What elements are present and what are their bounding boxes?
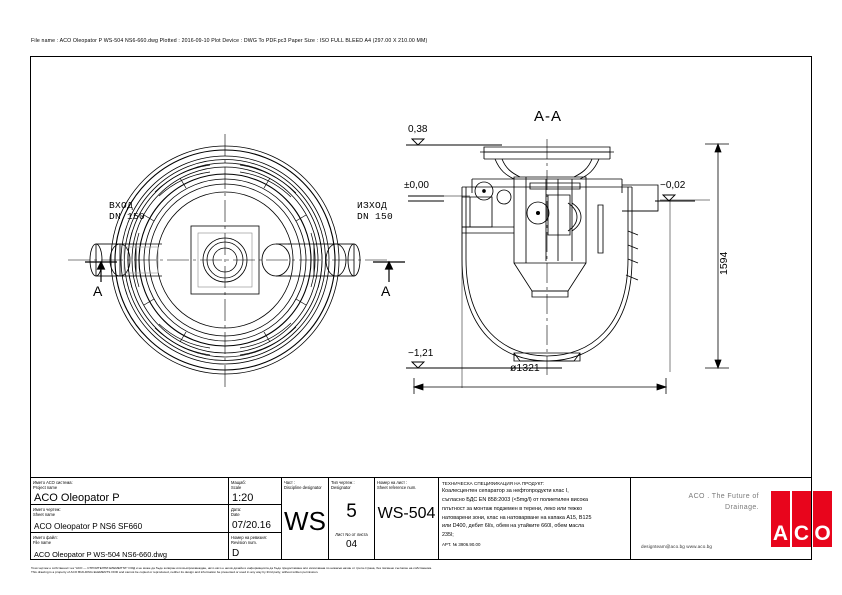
- aco-logo-letter-c: C: [793, 522, 810, 545]
- tb-col-brand: ACO . The Future of Drainage. designteam…: [631, 478, 832, 559]
- tb-designator-label-en: Designator: [331, 484, 351, 490]
- tb-file-label-bg: Името файл:: [33, 534, 58, 540]
- tb-revision-label-bg: Номер на ревизия:: [231, 534, 267, 540]
- tb-project-label-bg: Името АСО система:: [33, 479, 73, 485]
- disclaimer-en: This drawing is a property of ACO BUILDI…: [31, 570, 319, 575]
- plan-view-drawing: [68, 134, 390, 388]
- tb-col-sheetref: Номер на лист : Sheet reference num. WS-…: [375, 478, 439, 559]
- tb-scale-value: 1:20: [232, 491, 254, 504]
- tb-col-designator: Тип чертеж : Designator 5 Лист No от лис…: [329, 478, 375, 559]
- tb-scale-label: Мащаб: Scale: [229, 478, 281, 490]
- tb-discipline-value: WS: [284, 505, 326, 536]
- tb-date-cell: Дата: Date 07/20.16: [229, 505, 281, 533]
- tb-spec-article: APT. № 3906.90.00: [442, 541, 481, 547]
- elevation-bottom-value: −1,21: [408, 348, 434, 359]
- tb-sheet-label: Името чертеж: Sheet name: [31, 505, 228, 517]
- tb-spec-line-0: Коалесцентен сепаратор за нефтопродукти …: [442, 488, 569, 495]
- tb-discipline-label-en: Discipline designator: [284, 484, 322, 490]
- tb-col-scale: Мащаб: Scale 1:20 Дата: Date 07/20.16 Но…: [229, 478, 282, 559]
- tb-scale-cell: Мащаб: Scale 1:20: [229, 478, 281, 505]
- tb-project-label-en: Project name: [33, 484, 58, 490]
- height-dimension-line: [705, 142, 729, 370]
- tb-revision-label-en: Revision num.: [231, 539, 257, 545]
- tb-date-label: Дата: Date: [229, 505, 281, 517]
- disclaimer-block: Този чертеж е собственост на "АСО — СТРО…: [31, 566, 531, 575]
- section-mark-left-label: A: [93, 283, 103, 299]
- tb-date-label-en: Date: [231, 511, 240, 517]
- tb-file-cell: Името файл: File name ACO Oleopator P WS…: [31, 533, 228, 561]
- plan-inlet-label: ВХОД: [109, 200, 134, 211]
- title-block: Името АСО система: Project name ACO Oleo…: [30, 477, 832, 560]
- tb-sheet-label-en: Sheet name: [33, 511, 56, 517]
- aco-logo: A C O: [771, 491, 832, 547]
- tb-revision-cell: Номер на ревизия: Revision num. D: [229, 533, 281, 561]
- aco-logo-letter-o: O: [814, 522, 831, 545]
- tb-designator-sublabel: Лист No от листа: [335, 531, 368, 537]
- tb-brand-slogan: ACO . The Future of Drainage.: [639, 491, 759, 513]
- elevation-top-marker: [406, 138, 502, 146]
- tb-scale-label-en: Scale: [231, 484, 242, 490]
- tb-sheet-value: ACO Oleopator P NS6 SF660: [34, 521, 143, 531]
- plan-outlet-label: ИЗХОД: [357, 200, 388, 211]
- tb-spec-heading: ТЕХНИЧЕСКА СПЕЦИФИКАЦИЯ НА ПРОДУКТ:: [442, 481, 545, 486]
- tb-spec-line-5: 235l;: [442, 532, 454, 539]
- tb-sheet-cell: Името чертеж: Sheet name ACO Oleopator P…: [31, 505, 228, 533]
- tb-sheet-label-bg: Името чертеж:: [33, 506, 61, 512]
- plan-outlet-dn: DN 150: [357, 211, 394, 222]
- aco-logo-block-c: C: [792, 491, 811, 547]
- tb-sheetref-label: Номер на лист : Sheet reference num.: [375, 478, 438, 490]
- tb-date-value: 07/20.16: [232, 519, 271, 531]
- tb-project-value: ACO Oleopator P: [34, 491, 120, 504]
- tb-brand-slogan-line2: Drainage.: [725, 504, 759, 512]
- section-mark-right-arrow: [373, 260, 405, 282]
- tb-project-label: Името АСО система: Project name: [31, 478, 228, 490]
- section-view-title: A-A: [534, 108, 563, 125]
- tb-sheetref-label-en: Sheet reference num.: [377, 484, 417, 490]
- tb-designator-subvalue: 04: [345, 538, 358, 550]
- tb-discipline-label: Част : Discipline designator: [282, 478, 328, 490]
- diameter-dimension-value: ø1321: [510, 362, 540, 374]
- tb-file-label-en: File name: [33, 539, 51, 545]
- aco-logo-letter-a: A: [772, 522, 789, 545]
- tb-spec-line-3: натоварени зони, клас на натоварване на …: [442, 514, 592, 521]
- tb-revision-value: D: [232, 547, 240, 559]
- diameter-dimension-line: [412, 378, 668, 394]
- tb-designator-label-bg: Тип чертеж :: [331, 479, 355, 485]
- tb-designator-value: 5: [346, 500, 357, 522]
- elevation-outlet-marker: [655, 194, 695, 202]
- tb-discipline-label-bg: Част :: [284, 479, 296, 485]
- aco-logo-block-o: O: [813, 491, 832, 547]
- elevation-top-value: 0,38: [408, 124, 428, 135]
- tb-spec-line-4: или D400, дебит 6l/s, обем на утайките 6…: [442, 523, 585, 530]
- tb-revision-label: Номер на ревизия: Revision num.: [229, 533, 281, 545]
- plan-inlet-dn: DN 150: [109, 211, 146, 222]
- elevation-bottom-marker: [406, 361, 562, 369]
- tb-spec-block: ТЕХНИЧЕСКА СПЕЦИФИКАЦИЯ НА ПРОДУКТ: Коал…: [439, 478, 630, 548]
- tb-spec-line-2: плътност за монтаж подземен в терени, ле…: [442, 505, 583, 512]
- section-mark-left-arrow: [85, 260, 117, 282]
- tb-brand-contact[interactable]: designteam@aco.bg www.aco.bg: [641, 544, 713, 549]
- tb-scale-label-bg: Мащаб:: [231, 479, 246, 485]
- tb-designator-label: Тип чертеж : Designator: [329, 478, 374, 490]
- tb-date-label-bg: Дата:: [231, 506, 242, 512]
- tb-col-spec: ТЕХНИЧЕСКА СПЕЦИФИКАЦИЯ НА ПРОДУКТ: Коал…: [439, 478, 631, 559]
- tb-sheetref-label-bg: Номер на лист :: [377, 479, 408, 485]
- aco-logo-block-a: A: [771, 491, 790, 547]
- tb-project-cell: Името АСО система: Project name ACO Oleo…: [31, 478, 228, 505]
- tb-file-label: Името файл: File name: [31, 533, 228, 545]
- tb-file-value: ACO Oleopator P WS-504 NS6-660.dwg: [34, 549, 167, 559]
- tb-col-names: Името АСО система: Project name ACO Oleo…: [31, 478, 229, 559]
- tb-col-discipline: Част : Discipline designator WS: [282, 478, 329, 559]
- section-mark-right-label: A: [381, 283, 391, 299]
- disclaimer-bg: Този чертеж е собственост на "АСО — СТРО…: [31, 566, 432, 570]
- tb-sheetref-value: WS-504: [377, 504, 436, 522]
- plot-header-text: File name : ACO Oleopator P WS-504 NS6-6…: [31, 38, 428, 44]
- tb-spec-line-1: съгласно БДС EN 858:2003 (<5mg/l) от пол…: [442, 497, 589, 504]
- elevation-zero-value: ±0,00: [404, 180, 429, 191]
- elevation-outlet-value: −0,02: [660, 180, 686, 191]
- section-extension-lines: [412, 195, 710, 388]
- tb-brand-slogan-line1: ACO . The Future of: [688, 493, 759, 500]
- section-view-drawing: [461, 139, 659, 375]
